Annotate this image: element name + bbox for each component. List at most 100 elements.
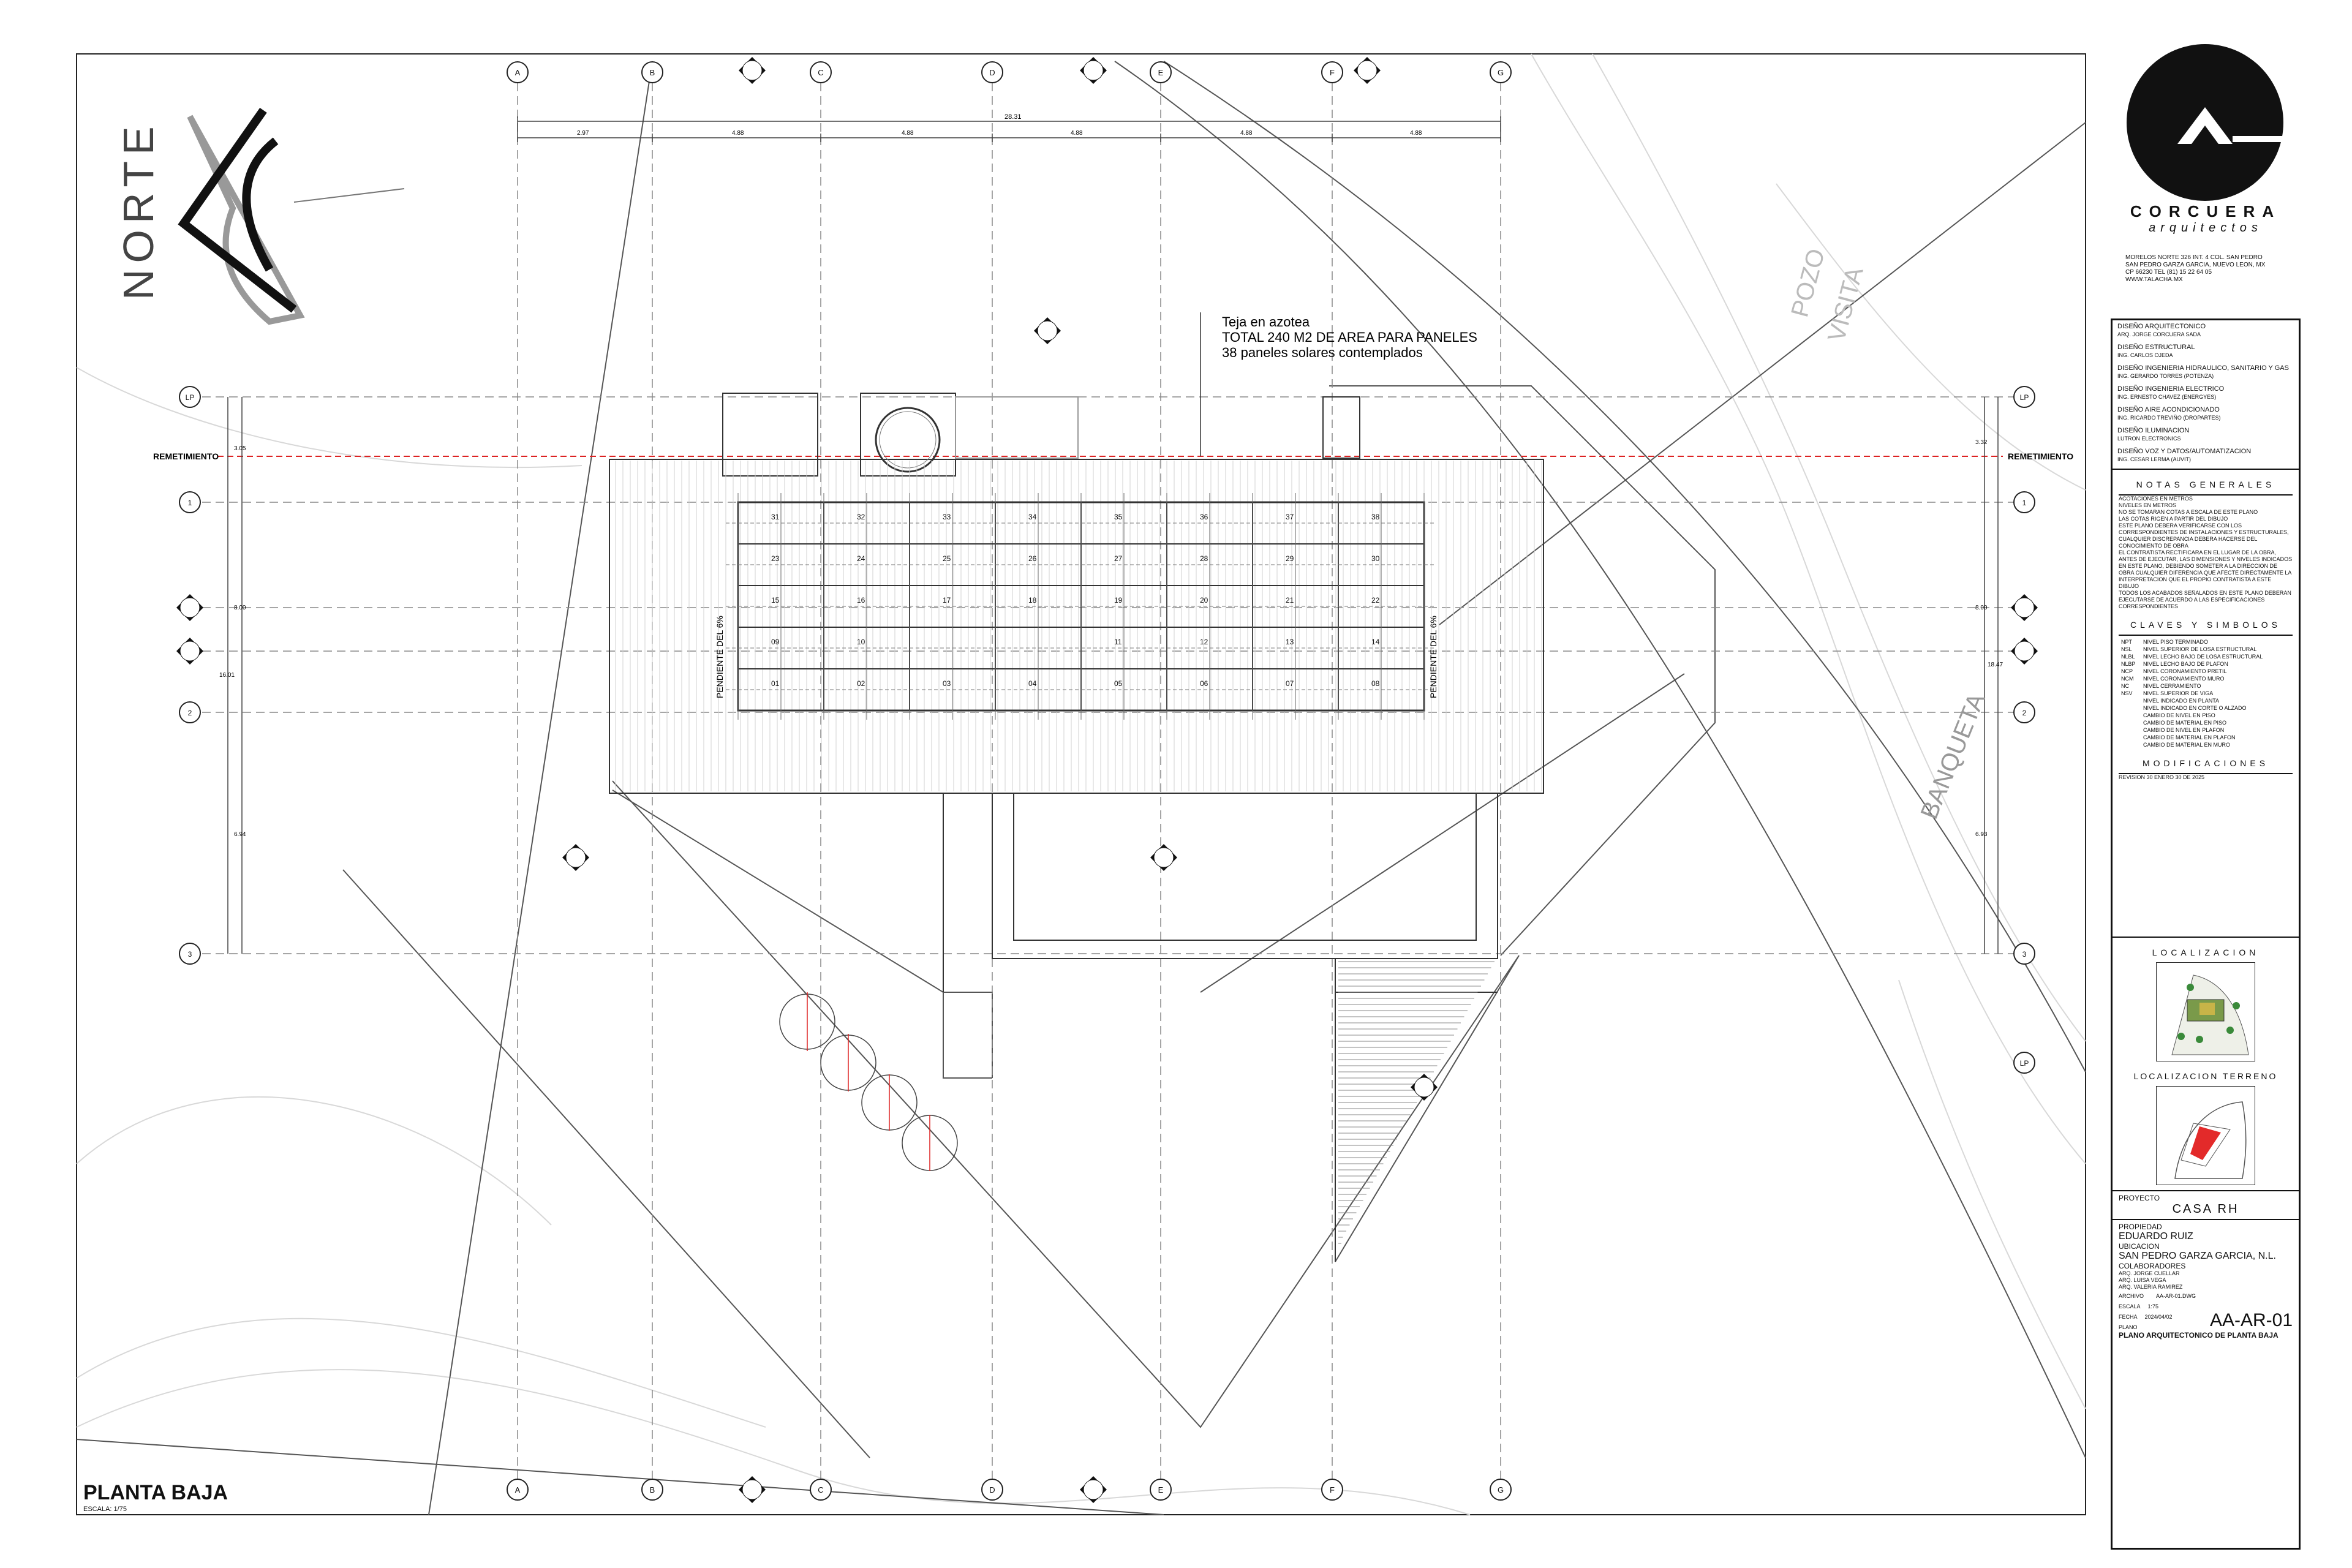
stair-hatch xyxy=(1338,961,1494,1244)
panel-number: 08 xyxy=(1371,679,1380,688)
top-dim-6: 4.88 xyxy=(1410,130,1422,137)
svg-text:1: 1 xyxy=(2022,499,2027,507)
panel-number: 15 xyxy=(771,596,780,605)
clave-item: NIVEL INDICADO EN CORTE O ALZADO xyxy=(2143,705,2247,711)
svg-text:LP: LP xyxy=(186,393,195,402)
fecha-label: FECHA xyxy=(2119,1314,2138,1320)
annotation-line-3: 38 paneles solares contemplados xyxy=(1222,345,1423,360)
archivo-value: AA-AR-01.DWG xyxy=(2156,1293,2196,1299)
column-axis-bubble: B xyxy=(641,61,663,83)
svg-text:3: 3 xyxy=(2022,950,2027,959)
row-axis-bubble: 3 xyxy=(2013,943,2035,965)
nota-item: ACOTACIONES EN METROS xyxy=(2119,496,2193,502)
nota-item: TODOS LOS ACABADOS SEÑALADOS EN ESTE PLA… xyxy=(2119,590,2291,609)
row-axis-bubble: 2 xyxy=(179,701,201,723)
side-dimension-lines xyxy=(227,397,1999,954)
column-axis-bubble: F xyxy=(1321,1479,1343,1501)
localizacion-map xyxy=(2156,962,2255,1061)
svg-text:D: D xyxy=(989,68,995,77)
svg-text:LP: LP xyxy=(2020,393,2029,402)
svg-text:A: A xyxy=(515,1485,521,1494)
panel-number: 05 xyxy=(1114,679,1123,688)
north-label: NORTE xyxy=(115,120,162,300)
property-lines xyxy=(76,61,2086,1515)
annotation-line-2: TOTAL 240 M2 DE AREA PARA PANELES xyxy=(1222,330,1477,345)
building-outline xyxy=(609,393,1544,1262)
clave-item: CAMBIO DE NIVEL EN PLAFON xyxy=(2143,727,2225,733)
svg-text:A: A xyxy=(515,68,521,77)
plano-label: PLANO xyxy=(2119,1324,2138,1330)
grid-axes xyxy=(202,83,2015,1488)
plan-scale: ESCALA: 1/75 xyxy=(83,1506,127,1513)
column-axis-bubble: F xyxy=(1321,61,1343,83)
column-axis-bubble: C xyxy=(810,1479,832,1501)
right-dim-2: 8.00 xyxy=(1975,605,1988,611)
skylight-circle xyxy=(875,407,941,473)
plan-title: PLANTA BAJA xyxy=(83,1481,228,1504)
firm-address: MORELOS NORTE 326 INT. 4 COL. SAN PEDRO … xyxy=(2125,254,2297,284)
escala-label: ESCALA xyxy=(2119,1303,2141,1310)
svg-text:2: 2 xyxy=(188,709,192,717)
panel-number: 33 xyxy=(943,513,951,521)
nota-item: EL CONTRATISTA RECTIFICARA EN EL LUGAR D… xyxy=(2119,549,2293,589)
clave-item: CAMBIO DE MATERIAL EN PISO xyxy=(2143,720,2227,726)
column-axis-bubble: D xyxy=(981,1479,1003,1501)
column-axis-bubble: G xyxy=(1490,1479,1512,1501)
column-axis-bubble: G xyxy=(1490,61,1512,83)
nota-item: NO SE TOMARAN COTAS A ESCALA DE ESTE PLA… xyxy=(2119,509,2258,515)
address-line: SAN PEDRO GARZA GARCIA, NUEVO LEON, MX xyxy=(2125,262,2266,268)
row-axis-bubble: 1 xyxy=(179,491,201,513)
left-dim-4: 6.94 xyxy=(234,831,246,838)
notas-list: ACOTACIONES EN METROS NIVELES EN METROS … xyxy=(2113,496,2299,610)
panel-number: 19 xyxy=(1114,596,1123,605)
left-dim-1: 3.05 xyxy=(234,445,246,452)
localizacion-terreno-map xyxy=(2156,1086,2255,1185)
address-line: CP 66230 TEL (81) 15 22 64 05 xyxy=(2125,269,2212,276)
nota-item: LAS COTAS RIGEN A PARTIR DEL DIBUJO xyxy=(2119,516,2228,522)
column-axis-bubble: E xyxy=(1150,61,1172,83)
nota-item: NIVELES EN METROS xyxy=(2119,502,2177,508)
localizacion-title: LOCALIZACION xyxy=(2152,948,2260,957)
panel-number: 20 xyxy=(1200,596,1208,605)
colaborador-item: ARQ. VALERIA RAMIREZ xyxy=(2119,1284,2183,1290)
panel-number: 25 xyxy=(943,554,951,563)
remetimiento-label-right: REMETIMIENTO xyxy=(2008,451,2073,461)
column-axis-bubble: B xyxy=(641,1479,663,1501)
panel-number: 21 xyxy=(1286,596,1294,605)
right-dim-1: 3.32 xyxy=(1975,439,1988,446)
panel-number: 17 xyxy=(943,596,951,605)
panel-number: 04 xyxy=(1028,679,1037,688)
panel-number: 06 xyxy=(1200,679,1208,688)
firm-name-block: CORCUERA arquitectos xyxy=(2111,202,2301,235)
panel-number: 23 xyxy=(771,554,780,563)
row-axis-bubble: 3 xyxy=(179,943,201,965)
column-axis-bubble: D xyxy=(981,61,1003,83)
panel-number: 29 xyxy=(1286,554,1294,563)
left-dim-2: 8.00 xyxy=(234,605,246,611)
row-axis-bubble: LP xyxy=(2013,386,2035,408)
panel-number: 35 xyxy=(1114,513,1123,521)
sheet-border xyxy=(76,53,2086,1515)
proyecto-label: PROYECTO xyxy=(2119,1194,2160,1202)
top-dim-2: 4.88 xyxy=(732,130,744,137)
modificacion-item: REVISION 30 ENERO 30 DE 2025 xyxy=(2119,774,2205,780)
firm-subname: arquitectos xyxy=(2149,221,2263,235)
panel-number: 18 xyxy=(1028,596,1037,605)
column-axis-bubble: C xyxy=(810,61,832,83)
column-axis-bubble: E xyxy=(1150,1479,1172,1501)
top-dim-4: 4.88 xyxy=(1071,130,1083,137)
ubicacion-value: SAN PEDRO GARZA GARCIA, N.L. xyxy=(2119,1251,2276,1261)
escala-value: 1:75 xyxy=(2147,1303,2159,1310)
